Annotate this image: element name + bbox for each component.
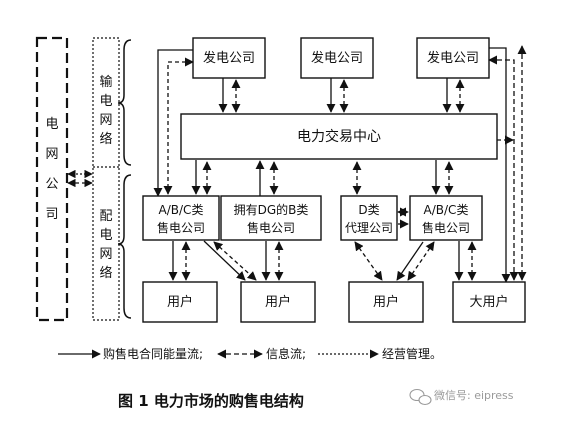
energy-arrow [489,47,511,283]
grid-company-label: 电 网 公 司 [45,117,58,222]
user-label-2: 用户 [265,294,291,310]
retailer-label-4b: 售电公司 [422,220,470,235]
transmission-char: 网 [99,113,112,128]
transmission-char: 络 [99,131,112,147]
watermark-text: 微信号: eipress [434,388,514,402]
network-box [92,37,120,321]
retailer-box-4 [409,195,483,241]
info-arrow [213,241,257,281]
legend-dotted-label: 经营管理。 [382,346,442,361]
retailer-label-1b: 售电公司 [157,220,205,235]
info-arrow [488,55,519,281]
grid-company-char: 电 [45,117,58,132]
distribution-char: 网 [99,247,112,262]
user-box-3 [348,281,424,323]
retailer-box-3 [340,195,398,241]
user-label-4: 大用户 [469,294,508,310]
grid-company-box [35,36,69,322]
grid-company-char: 公 [45,177,58,192]
distribution-char: 配 [99,209,112,224]
info-arrow [407,241,435,281]
generator-label-1: 发电公司 [203,50,255,66]
generator-box-2 [300,37,374,79]
transmission-brace [117,39,132,166]
info-arrow [163,57,194,195]
user-label-3: 用户 [373,294,399,310]
user-box-2 [240,281,316,323]
grid-company-char: 网 [45,147,58,162]
distribution-char: 电 [99,228,112,243]
figure-caption: 图 1 电力市场的购售电结构 [118,392,304,410]
watermark: 微信号: eipress [409,388,514,406]
generator-label-3: 发电公司 [427,50,479,66]
distribution-char: 络 [99,265,112,281]
energy-arrow [203,240,246,281]
retailer-label-2b: 售电公司 [247,220,295,235]
info-arrow [354,241,383,281]
retailer-box-2 [220,195,322,241]
retailer-label-3b: 代理公司 [345,221,393,235]
user-box-1 [142,281,218,323]
retailer-label-2a: 拥有DG的B类 [234,202,309,217]
energy-arrow [396,241,424,281]
generator-label-2: 发电公司 [311,50,363,66]
wechat-icon [409,388,432,406]
transmission-network-label: 输 电 网 络 [99,74,112,147]
energy-arrow [153,49,193,197]
trading-center-label: 电力交易中心 [297,128,381,145]
transmission-char: 输 [99,74,112,90]
retailer-box-1 [142,195,220,241]
distribution-brace [117,174,132,319]
legend-solid-label: 购售电合同能量流; [103,346,203,361]
user-label-1: 用户 [167,294,193,310]
grid-company-char: 司 [45,207,58,222]
generator-box-1 [192,37,266,79]
distribution-network-label: 配 电 网 络 [99,209,112,281]
user-box-4 [452,281,526,323]
transmission-char: 电 [99,94,112,109]
legend: 购售电合同能量流; 信息流; 经营管理。 [58,346,442,361]
retailer-label-4a: A/B/C类 [424,203,469,217]
legend-dashed-label: 信息流; [266,346,306,361]
generator-box-3 [416,37,490,79]
retailer-label-3a: D类 [358,203,379,217]
retailer-label-1a: A/B/C类 [159,203,204,217]
